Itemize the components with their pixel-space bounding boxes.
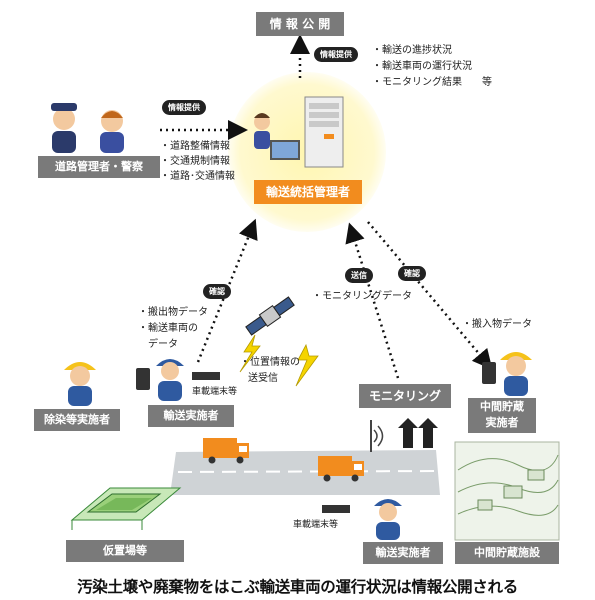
position-info-text: ・位置情報の [240, 357, 300, 368]
monitoring-data-text: ・モニタリングデータ [312, 291, 412, 302]
vehicle-terminal-1 [192, 372, 220, 380]
interim-storage-operator-label: 中間貯蔵 実施者 [468, 398, 536, 433]
server-illustration [270, 96, 344, 168]
carry-in-text: ・搬入物データ [462, 319, 532, 330]
disclosure-item: ・輸送の進捗状況 [372, 45, 452, 56]
temp-storage-illustration [70, 487, 182, 530]
caption: 汚染土壌や廃棄物をはこぶ輸送車両の運行状況は情報公開される [77, 578, 518, 596]
monitoring-gate [370, 418, 438, 452]
monitoring-label: モニタリング [359, 384, 451, 408]
truck-2 [318, 456, 364, 482]
info-provision-pill-top: 情報提供 [314, 47, 358, 62]
carry-out-item: データ [148, 339, 178, 350]
central-person-icon [254, 113, 270, 149]
transport-operator-label-2: 輸送実施者 [363, 542, 443, 564]
lightning-2 [295, 343, 319, 387]
temp-storage-label: 仮置場等 [66, 540, 184, 562]
road-info-item: ・交通規制情報 [160, 156, 230, 167]
road-info-item: ・道路整備情報 [160, 141, 230, 152]
central-manager-label: 輸送統括管理者 [254, 180, 362, 204]
carry-out-item: ・輸送車両の [138, 323, 198, 334]
interim-facility-illustration [454, 441, 560, 541]
confirm-pill-left: 確認 [203, 284, 231, 299]
interim-storage-worker-icon [482, 352, 532, 396]
interim-facility-label: 中間貯蔵施設 [455, 542, 559, 564]
road-admin-label: 道路管理者・警察 [38, 156, 160, 178]
police-icon [51, 103, 77, 153]
transport-operator-label: 輸送実施者 [148, 405, 234, 427]
info-provision-pill-left: 情報提供 [162, 100, 206, 115]
disclosure-item: ・輸送車両の運行状況 [372, 61, 472, 72]
send-pill: 送信 [345, 268, 373, 283]
transport-operator-icon [136, 359, 184, 401]
satellite [245, 296, 295, 336]
interim-storage-operator-line-2: 実施者 [485, 416, 519, 429]
road-admin-person-icon [100, 110, 124, 153]
arrow-confirm-right [367, 221, 493, 370]
public-disclosure-box: 情 報 公 開 [256, 12, 344, 36]
decontam-worker-icon [64, 362, 96, 406]
confirm-pill-right: 確認 [398, 266, 426, 281]
disclosure-item: ・モニタリング結果 等 [372, 77, 492, 88]
interim-storage-operator-line-1: 中間貯蔵 [480, 400, 524, 413]
carry-out-item: ・搬出物データ [138, 307, 208, 318]
transport-operator-2-icon [374, 499, 402, 540]
position-info-text: 送受信 [248, 373, 278, 384]
truck-1 [203, 438, 249, 464]
road-info-item: ・道路･交通情報 [160, 171, 235, 182]
arrow-send [345, 222, 400, 379]
lightning-1 [239, 334, 261, 373]
vehicle-terminal-2 [322, 505, 350, 513]
vehicle-terminal-label: 車載端末等 [192, 387, 238, 397]
decontam-label: 除染等実施者 [34, 409, 120, 431]
vehicle-terminal-label-2: 車載端末等 [293, 520, 339, 530]
